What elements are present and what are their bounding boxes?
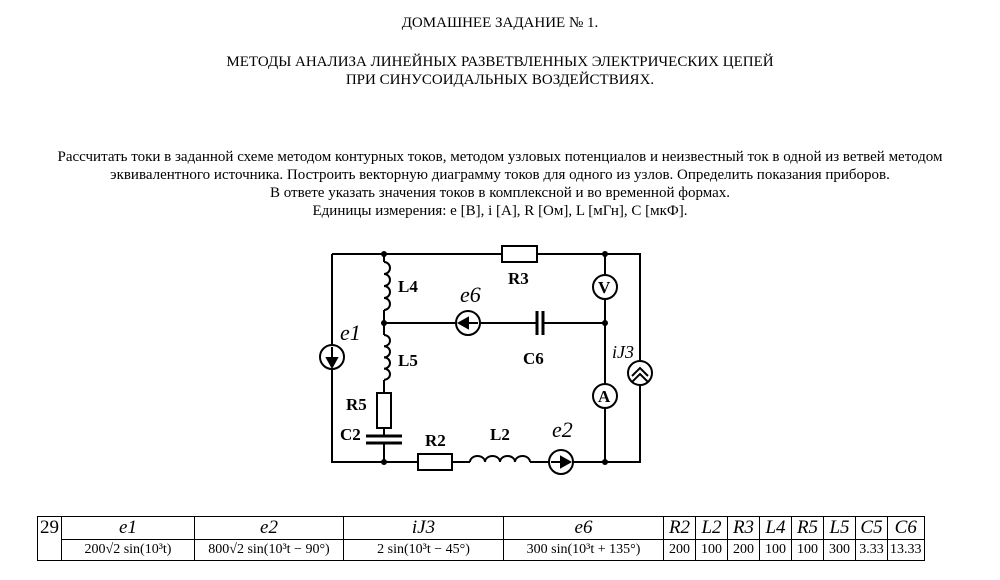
label-e2: e2 (552, 417, 573, 442)
capacitor-C6 (535, 311, 545, 335)
task-line-1: Рассчитать токи в заданной схеме методом… (57, 149, 943, 165)
resistor-R5 (376, 392, 392, 429)
label-L2: L2 (490, 425, 510, 444)
label-iJ3: iJ3 (612, 342, 634, 362)
label-C2: C2 (340, 425, 361, 444)
value-cell: 200 (663, 539, 696, 561)
header-cell: L4 (759, 516, 792, 540)
header-cell: e6 (503, 516, 664, 540)
value-cell: 200√2 sin(10³t) (61, 539, 195, 561)
wires (331, 253, 641, 463)
header-cell: e2 (194, 516, 344, 540)
doc-subtitle-2: ПРИ СИНУСОИДАЛЬНЫХ ВОЗДЕЙСТВИЯХ. (345, 72, 655, 88)
nodes (381, 251, 608, 465)
ammeter (592, 383, 618, 409)
inductor-L4 (383, 261, 391, 311)
value-cell: 100 (759, 539, 792, 561)
value-cell: 300 sin(10³t + 135°) (503, 539, 664, 561)
resistor-R2 (417, 453, 453, 471)
label-C6: C6 (523, 349, 544, 368)
capacitor-C2 (366, 434, 402, 445)
value-cell: 200 (727, 539, 760, 561)
resistor-R3 (501, 245, 538, 263)
value-cell: 300 (823, 539, 856, 561)
doc-subtitle-1: МЕТОДЫ АНАЛИЗА ЛИНЕЙНЫХ РАЗВЕТВЛЕННЫХ ЭЛ… (226, 54, 774, 70)
header-cell: C6 (887, 516, 925, 540)
task-line-2: эквивалентного источника. Построить вект… (110, 167, 890, 183)
header-cell: C5 (855, 516, 888, 540)
label-R2: R2 (425, 431, 446, 450)
task-line-4: Единицы измерения: e [В], i [А], R [Ом],… (312, 203, 688, 219)
label-e1: e1 (340, 320, 361, 345)
value-cell: 100 (791, 539, 824, 561)
header-cell: L2 (695, 516, 728, 540)
header-cell: R2 (663, 516, 696, 540)
task-line-3: В ответе указать значения токов в компле… (269, 185, 731, 201)
label-R3: R3 (508, 269, 529, 288)
parameters-table: 29 e1 e2 iJ3 e6 R2 L2 R3 L4 R5 L5 C5 C6 … (37, 516, 925, 561)
inductor-L2 (469, 455, 531, 463)
doc-title: ДОМАШНЕЕ ЗАДАНИЕ № 1. (401, 15, 599, 31)
source-e1 (319, 344, 345, 370)
source-e6 (455, 310, 481, 336)
source-e2 (548, 449, 574, 475)
label-R5: R5 (346, 395, 367, 414)
value-cell: 13.33 (887, 539, 925, 561)
inductor-L5 (383, 334, 391, 381)
value-cell: 2 sin(10³t − 45°) (343, 539, 504, 561)
ammeter-label: A (598, 387, 611, 406)
value-cell: 3.33 (855, 539, 888, 561)
header-cell: R5 (791, 516, 824, 540)
variant-number: 29 (37, 516, 62, 561)
header-cell: R3 (727, 516, 760, 540)
header-cell: e1 (61, 516, 195, 540)
label-L4: L4 (398, 277, 418, 296)
value-cell: 100 (695, 539, 728, 561)
voltmeter (592, 274, 618, 300)
table-header-row: 29 e1 e2 iJ3 e6 R2 L2 R3 L4 R5 L5 C5 C6 (37, 516, 925, 561)
header-cell: L5 (823, 516, 856, 540)
label-L5: L5 (398, 351, 418, 370)
table-values-row: 200√2 sin(10³t) 800√2 sin(10³t − 90°) 2 … (38, 539, 925, 561)
value-cell: 800√2 sin(10³t − 90°) (194, 539, 344, 561)
current-source-iJ3 (627, 360, 653, 386)
header-cell: iJ3 (343, 516, 504, 540)
label-e6: e6 (460, 282, 481, 307)
voltmeter-label: V (598, 278, 611, 297)
